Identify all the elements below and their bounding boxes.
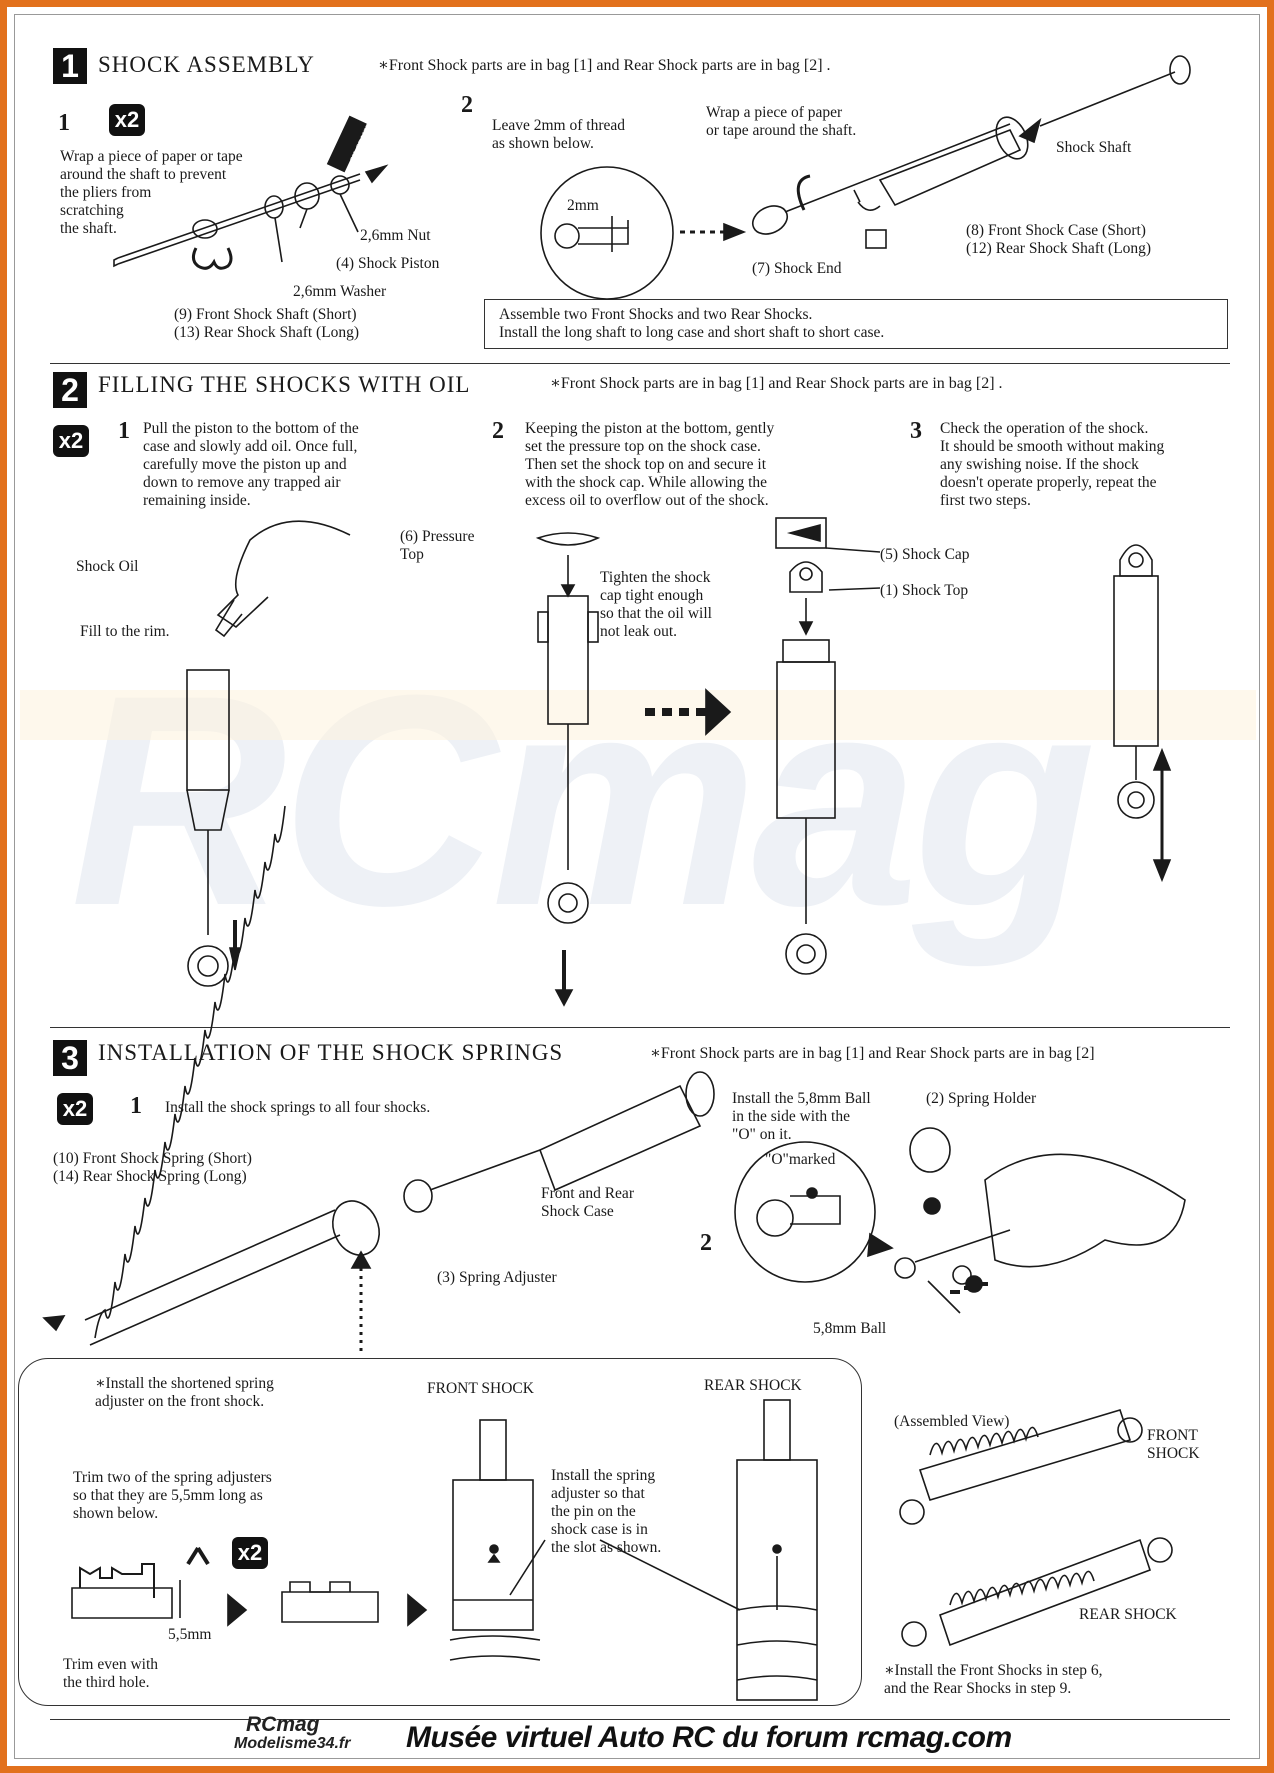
s3-inset-multiplier: x2 [232, 1537, 268, 1569]
s3-label-adjuster: (3) Spring Adjuster [437, 1269, 557, 1286]
s3-inset-note-trim: Trim two of the spring adjusters so that… [73, 1469, 272, 1522]
s2-label-tighten: Tighten the shock cap tight enough so th… [600, 569, 712, 640]
s1-step1-number: 1 [58, 110, 70, 136]
s1-label-shock-shaft: Shock Shaft [1056, 139, 1132, 156]
s3-step2-number: 2 [700, 1230, 712, 1256]
s2-label-top: (1) Shock Top [880, 582, 969, 599]
s3-inset-note-pin: Install the spring adjuster so that the … [551, 1467, 662, 1556]
s2-step2-instruction: Keeping the piston at the bottom, gently… [525, 420, 775, 509]
watermark-band [20, 690, 1256, 740]
section-1-title: SHOCK ASSEMBLY [98, 52, 315, 77]
s1-label-shock-case: (8) Front Shock Case (Short) (12) Rear S… [966, 222, 1152, 257]
section-3-number: 3 [53, 1040, 87, 1076]
s3-inset-dimension: 5,5mm [168, 1626, 212, 1643]
s1-boxed-note: Assemble two Front Shocks and two Rear S… [484, 299, 1228, 349]
s3-step2-instruction: Install the 5,8mm Ball in the side with … [732, 1090, 871, 1143]
s1-label-washer: 2,6mm Washer [293, 283, 387, 300]
s3-step1-instruction: Install the shock springs to all four sh… [165, 1099, 431, 1116]
s3-inset-note-trim-even: Trim even with the third hole. [63, 1656, 159, 1691]
s2-step3-instruction: Check the operation of the shock. It sho… [940, 420, 1165, 509]
s2-label-pressure-top: (6) Pressure Top [400, 528, 475, 563]
s3-inset-label-front: FRONT SHOCK [427, 1380, 534, 1397]
s1-step1-multiplier: x2 [109, 104, 145, 136]
section-2-bag-note: ∗Front Shock parts are in bag [1] and Re… [550, 375, 1003, 392]
s3-step1-number: 1 [130, 1093, 142, 1119]
section-3-bag-note: ∗Front Shock parts are in bag [1] and Re… [650, 1045, 1095, 1062]
s2-label-cap: (5) Shock Cap [880, 546, 970, 563]
s1-label-piston: (4) Shock Piston [336, 255, 440, 272]
s1-step2-dimension: 2mm [567, 197, 599, 214]
s3-inset-note-shortened: ∗Install the shortened spring adjuster o… [95, 1375, 274, 1410]
s3-assembled-label-front: FRONT SHOCK [1147, 1427, 1200, 1462]
s1-label-shock-end: (7) Shock End [752, 260, 842, 277]
page-inner-border [14, 14, 1260, 1759]
s3-inset-box [18, 1358, 862, 1706]
s1-step2-thread-note: Leave 2mm of thread as shown below. [492, 117, 625, 152]
s2-label-fill: Fill to the rim. [80, 623, 170, 640]
footer-logo-top: RCmag [246, 1713, 320, 1736]
s2-step2-number: 2 [492, 418, 504, 444]
divider-3 [50, 1719, 1230, 1720]
s1-step1-instruction: Wrap a piece of paper or tape around the… [60, 148, 243, 237]
s3-assembled-label-rear: REAR SHOCK [1079, 1606, 1177, 1623]
s1-step2-number: 2 [461, 92, 473, 118]
s2-label-oil: Shock Oil [76, 558, 139, 575]
footer-logo-bottom: Modelisme34.fr [234, 1735, 351, 1752]
s3-inset-label-rear: REAR SHOCK [704, 1377, 802, 1394]
s2-step3-number: 3 [910, 418, 922, 444]
section-1-number: 1 [53, 48, 87, 84]
divider-2 [50, 1027, 1230, 1028]
s2-multiplier: x2 [53, 425, 89, 457]
s2-step1-number: 1 [118, 418, 130, 444]
section-2-title: FILLING THE SHOCKS WITH OIL [98, 372, 471, 397]
section-2-number: 2 [53, 372, 87, 408]
s3-assembled-title: (Assembled View) [894, 1413, 1010, 1430]
section-1-bag-note: ∗Front Shock parts are in bag [1] and Re… [378, 57, 831, 74]
s3-label-ball: 5,8mm Ball [813, 1320, 887, 1337]
s3-label-holder: (2) Spring Holder [926, 1090, 1037, 1107]
divider-1 [50, 363, 1230, 364]
s3-label-case: Front and Rear Shock Case [541, 1185, 634, 1220]
footer-caption: Musée virtuel Auto RC du forum rcmag.com [406, 1721, 1012, 1754]
s1-step2-wrap-note: Wrap a piece of paper or tape around the… [706, 104, 857, 139]
section-3-title: INSTALLATION OF THE SHOCK SPRINGS [98, 1040, 564, 1065]
s1-boxed-note-text: Assemble two Front Shocks and two Rear S… [499, 306, 885, 341]
s3-multiplier: x2 [57, 1093, 93, 1125]
s3-assembled-note: ∗Install the Front Shocks in step 6, and… [884, 1662, 1103, 1697]
s3-label-springs: (10) Front Shock Spring (Short) (14) Rea… [53, 1150, 252, 1185]
s1-label-nut: 2,6mm Nut [360, 227, 431, 244]
s2-step1-instruction: Pull the piston to the bottom of the cas… [143, 420, 359, 509]
s1-label-shafts: (9) Front Shock Shaft (Short) (13) Rear … [174, 306, 360, 341]
s3-label-o-marked: "O"marked [765, 1151, 836, 1168]
